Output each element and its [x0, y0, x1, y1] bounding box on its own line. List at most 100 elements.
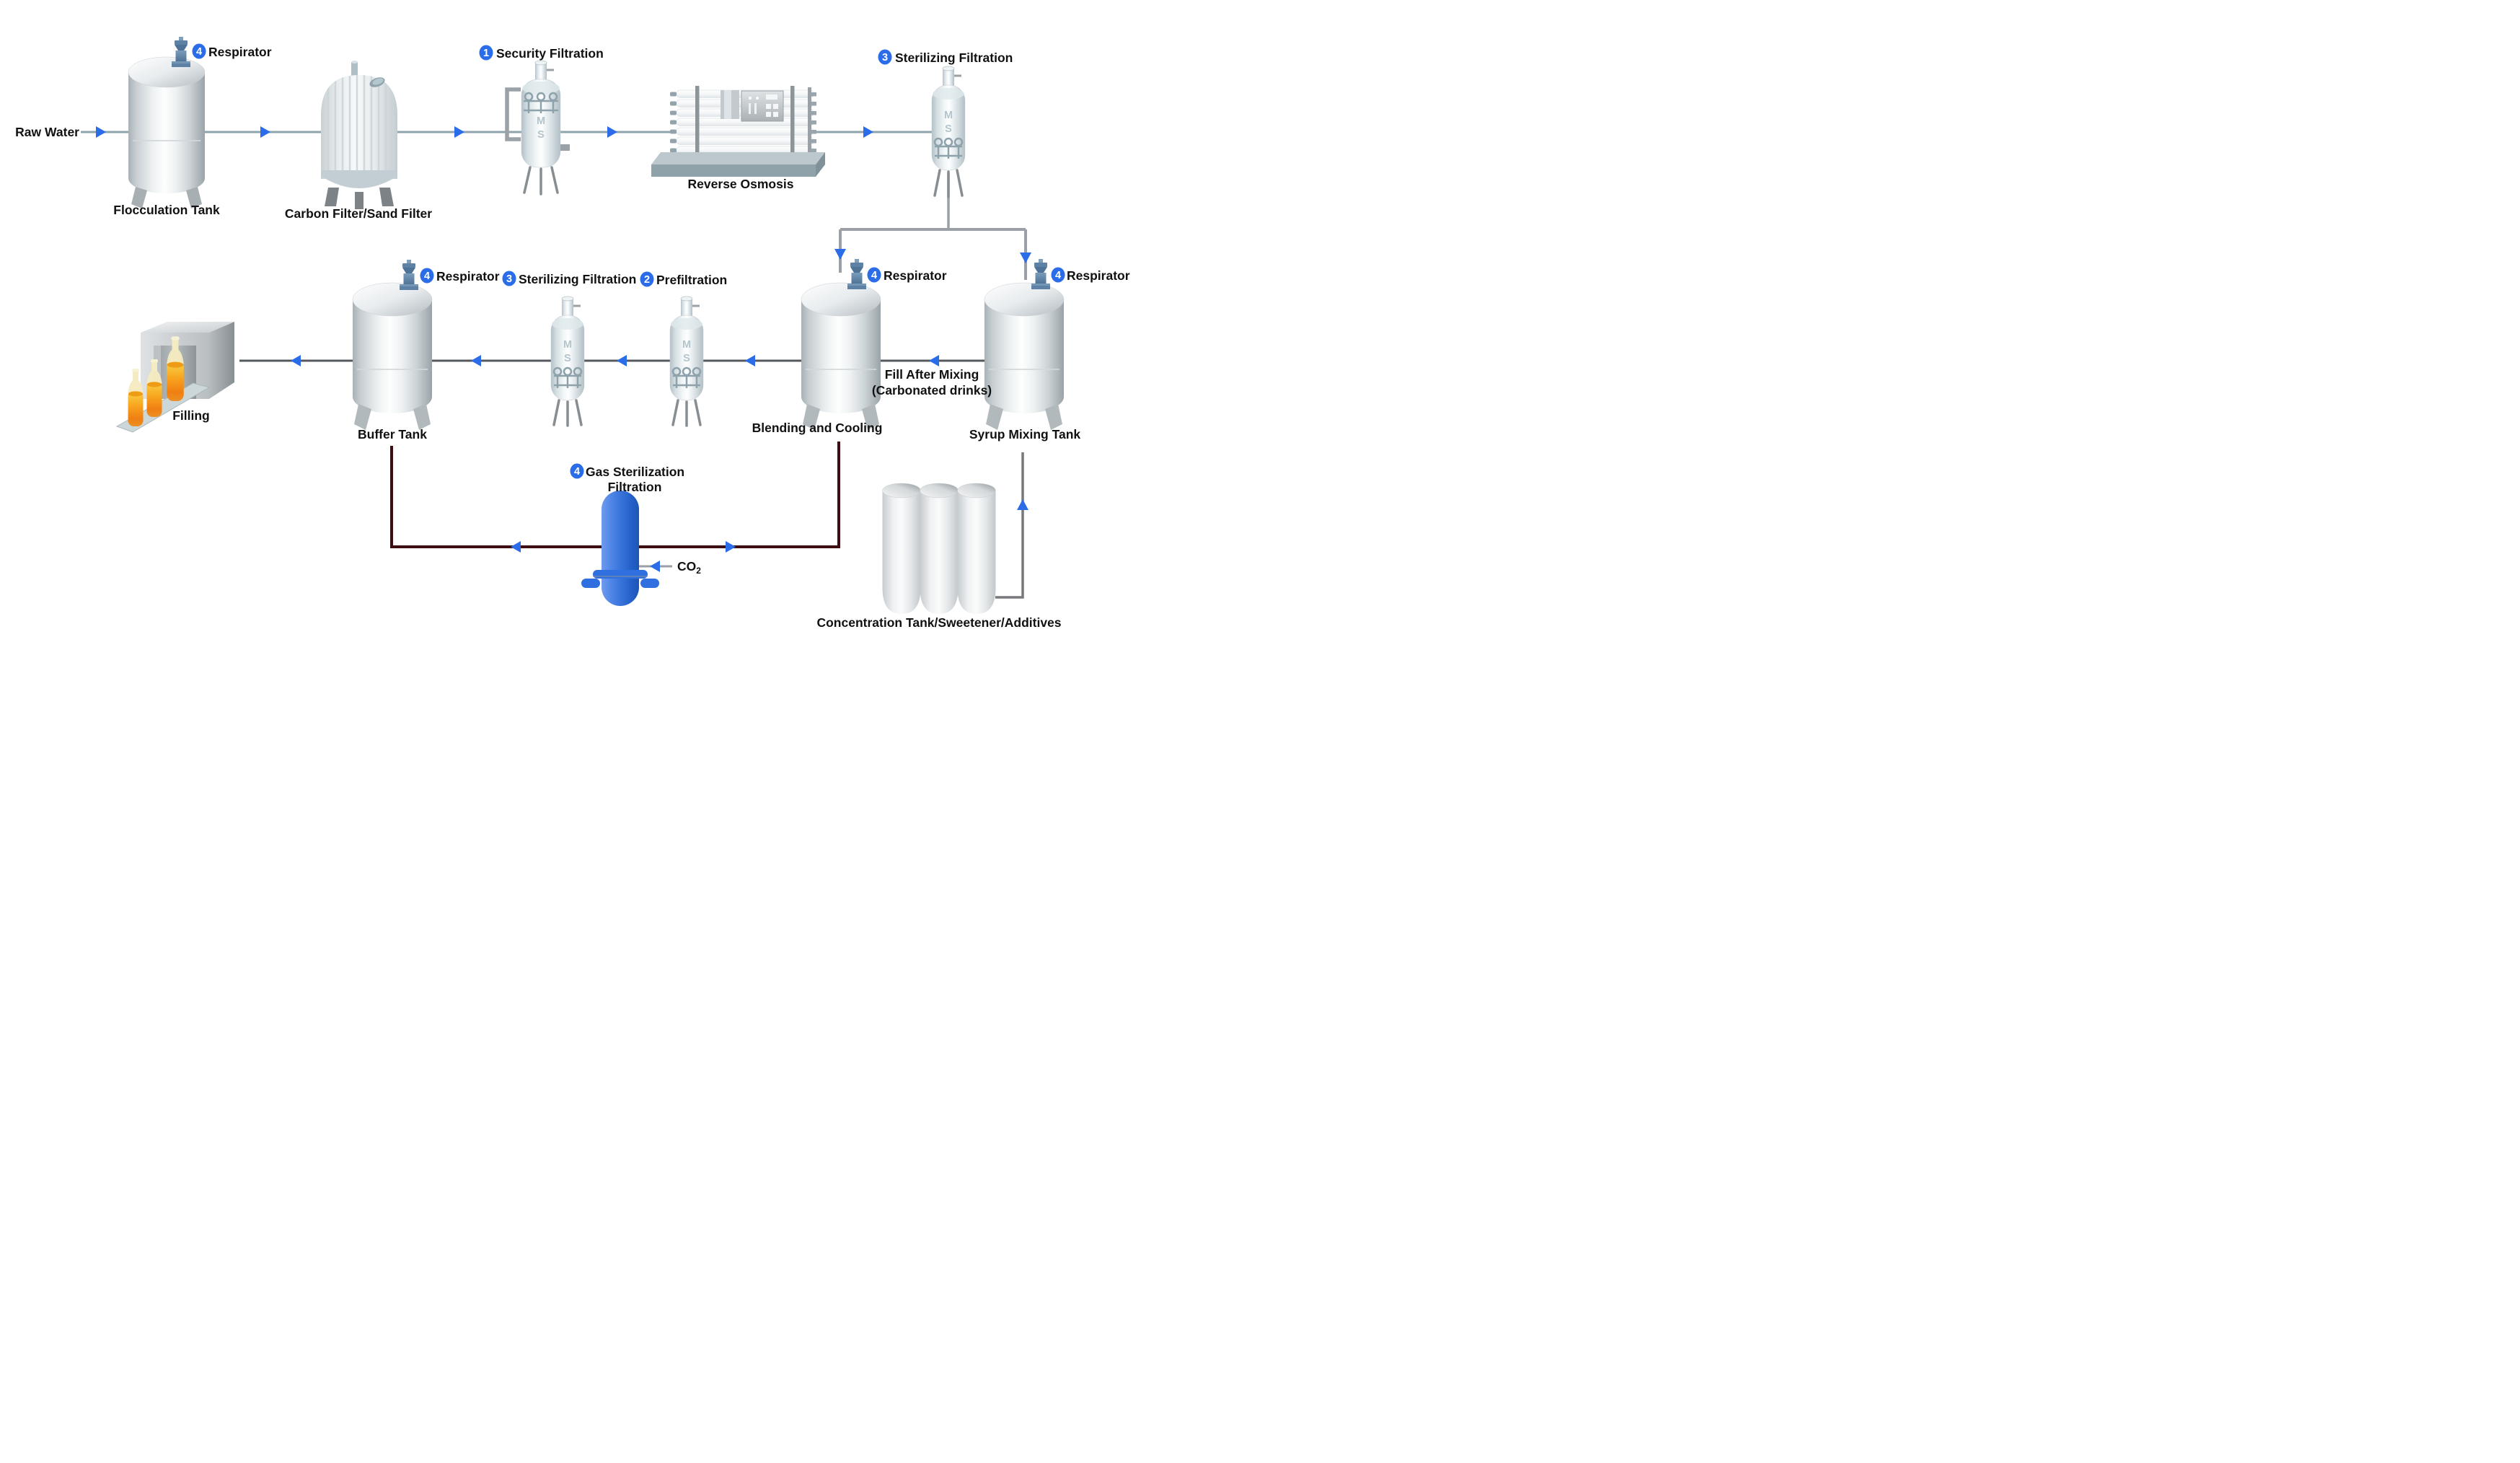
process-flow-diagram: Flocculation Tank 4 Respirator Carbon Fi…: [0, 0, 1131, 656]
gas-sterilization-badge: 4 Gas Sterilization Filtration: [570, 463, 684, 494]
gas-sterilization-filter: [581, 491, 659, 606]
badge-circle: [192, 43, 206, 59]
sterilizing-filtration-mid-label: Sterilizing Filtration: [519, 272, 636, 286]
sterilizing-filtration-mid-badge: 3 Sterilizing Filtration: [502, 271, 636, 286]
sterilizing-filtration-top-badge: 3 Sterilizing Filtration: [878, 49, 1013, 65]
clamp-bolts: [524, 92, 558, 113]
flocculation-respirator-badge: 4 Respirator: [192, 43, 272, 59]
clamp-bolts: [933, 137, 964, 159]
respirator-label: Respirator: [1067, 268, 1130, 283]
security-filtration-badge: 1 Security Filtration: [479, 45, 604, 61]
filling-station: [115, 322, 234, 433]
buffer-respirator-badge: 4 Respirator: [420, 268, 500, 284]
vessel-marking: M: [563, 339, 572, 351]
vessel-legs: [933, 169, 964, 198]
prefiltration-vessel: M S: [669, 296, 704, 427]
flocculation-tank: [128, 37, 206, 208]
flow-arrow-right-icon: [607, 126, 617, 138]
badge-number: 1: [483, 48, 489, 59]
co2-label: CO2: [677, 559, 701, 576]
fill-after-mixing-line1: Fill After Mixing: [885, 367, 979, 382]
badge-number: 4: [574, 466, 580, 478]
badge-circle: [420, 268, 434, 284]
concentration-label: Concentration Tank/Sweetener/Additives: [816, 615, 1061, 630]
flow-arrow-right-icon: [863, 126, 873, 138]
reverse-osmosis-unit: [651, 86, 825, 177]
concentrate-cylinder: [920, 483, 959, 614]
base-platform: [651, 152, 825, 177]
pipe-concentrate-feed: [995, 452, 1024, 599]
raw-water-label: Raw Water: [15, 125, 79, 139]
vessel-legs: [671, 399, 702, 427]
gas-sterilization-label-line2: Filtration: [608, 480, 662, 494]
respirator-valve-icon: [847, 259, 866, 289]
flow-arrow-down-icon: [1020, 252, 1031, 263]
security-filtration-label: Security Filtration: [496, 46, 604, 61]
filling-label: Filling: [172, 408, 210, 423]
concentrate-cylinder: [957, 483, 996, 614]
carbon-filter-label: Carbon Filter/Sand Filter: [285, 206, 432, 221]
flow-arrow-right-icon: [454, 126, 464, 138]
security-filtration-vessel: M S: [505, 60, 570, 195]
gas-sterilization-label-line1: Gas Sterilization: [586, 465, 684, 479]
badge-number: 3: [506, 273, 512, 285]
badge-number: 4: [196, 46, 202, 58]
flow-arrow-left-icon: [650, 561, 660, 572]
flow-arrow-right-icon: [96, 126, 106, 138]
flow-arrow-right-icon: [726, 541, 736, 553]
badge-circle: [878, 49, 892, 65]
control-panel: [741, 90, 784, 122]
flow-arrow-left-icon: [471, 355, 481, 366]
vessel-marking: S: [537, 129, 545, 141]
filter-ribs: [327, 75, 395, 179]
badge-circle: [1051, 267, 1065, 283]
prefiltration-badge: 2 Prefiltration: [640, 271, 727, 287]
badge-circle: [640, 271, 654, 287]
bracket-pipe: [505, 87, 521, 141]
carbon-sand-filter: [321, 61, 397, 209]
buffer-tank: [352, 260, 433, 430]
vessel-marking: M: [537, 115, 545, 127]
sterilizing-filtration-top-label: Sterilizing Filtration: [895, 50, 1013, 65]
reverse-osmosis-label: Reverse Osmosis: [688, 177, 794, 191]
badge-circle: [479, 45, 493, 61]
respirator-label: Respirator: [436, 269, 500, 284]
respirator-valve-icon: [400, 260, 418, 290]
buffer-tank-label: Buffer Tank: [358, 427, 427, 441]
badge-circle: [502, 271, 516, 286]
flow-arrow-left-icon: [291, 355, 301, 366]
flow-arrow-left-icon: [745, 355, 755, 366]
syrup-mixing-label: Syrup Mixing Tank: [969, 427, 1081, 441]
blending-cooling-tank: [801, 259, 881, 430]
concentrate-cylinder: [882, 483, 921, 614]
badge-circle: [867, 267, 881, 283]
frame-post: [790, 86, 795, 175]
blending-cooling-label: Blending and Cooling: [752, 421, 883, 435]
respirator-valve-icon: [172, 37, 190, 67]
flow-arrow-right-icon: [260, 126, 270, 138]
vessel-legs: [523, 166, 559, 195]
flocculation-label: Flocculation Tank: [113, 203, 220, 217]
vessel-marking: S: [945, 123, 952, 135]
vessel-marking: M: [682, 339, 691, 351]
blending-respirator-badge: 4 Respirator: [867, 267, 947, 283]
flow-arrow-left-icon: [929, 355, 939, 366]
badge-circle: [570, 463, 584, 479]
badge-number: 2: [644, 274, 650, 286]
respirator-valve-icon: [1031, 259, 1050, 289]
badge-number: 4: [871, 270, 877, 281]
badge-number: 4: [424, 271, 430, 282]
vessel-marking: M: [944, 110, 953, 121]
flow-arrow-up-icon: [1017, 499, 1028, 510]
concentration-tanks: [882, 483, 996, 614]
diagram-canvas: Flocculation Tank 4 Respirator Carbon Fi…: [15, 37, 1130, 630]
sterilizing-filtration-mid-vessel: M S: [550, 296, 585, 427]
fill-after-mixing-line2: (Carbonated drinks): [872, 383, 992, 397]
respirator-label: Respirator: [884, 268, 947, 283]
badge-number: 4: [1055, 270, 1061, 281]
prefiltration-label: Prefiltration: [656, 273, 727, 287]
syrup-mixing-tank: [984, 259, 1065, 430]
sterilizing-filtration-top-vessel: M S: [931, 66, 966, 198]
fill-after-mixing-note: Fill After Mixing (Carbonated drinks): [872, 367, 992, 397]
vessel-marking: S: [564, 353, 571, 364]
